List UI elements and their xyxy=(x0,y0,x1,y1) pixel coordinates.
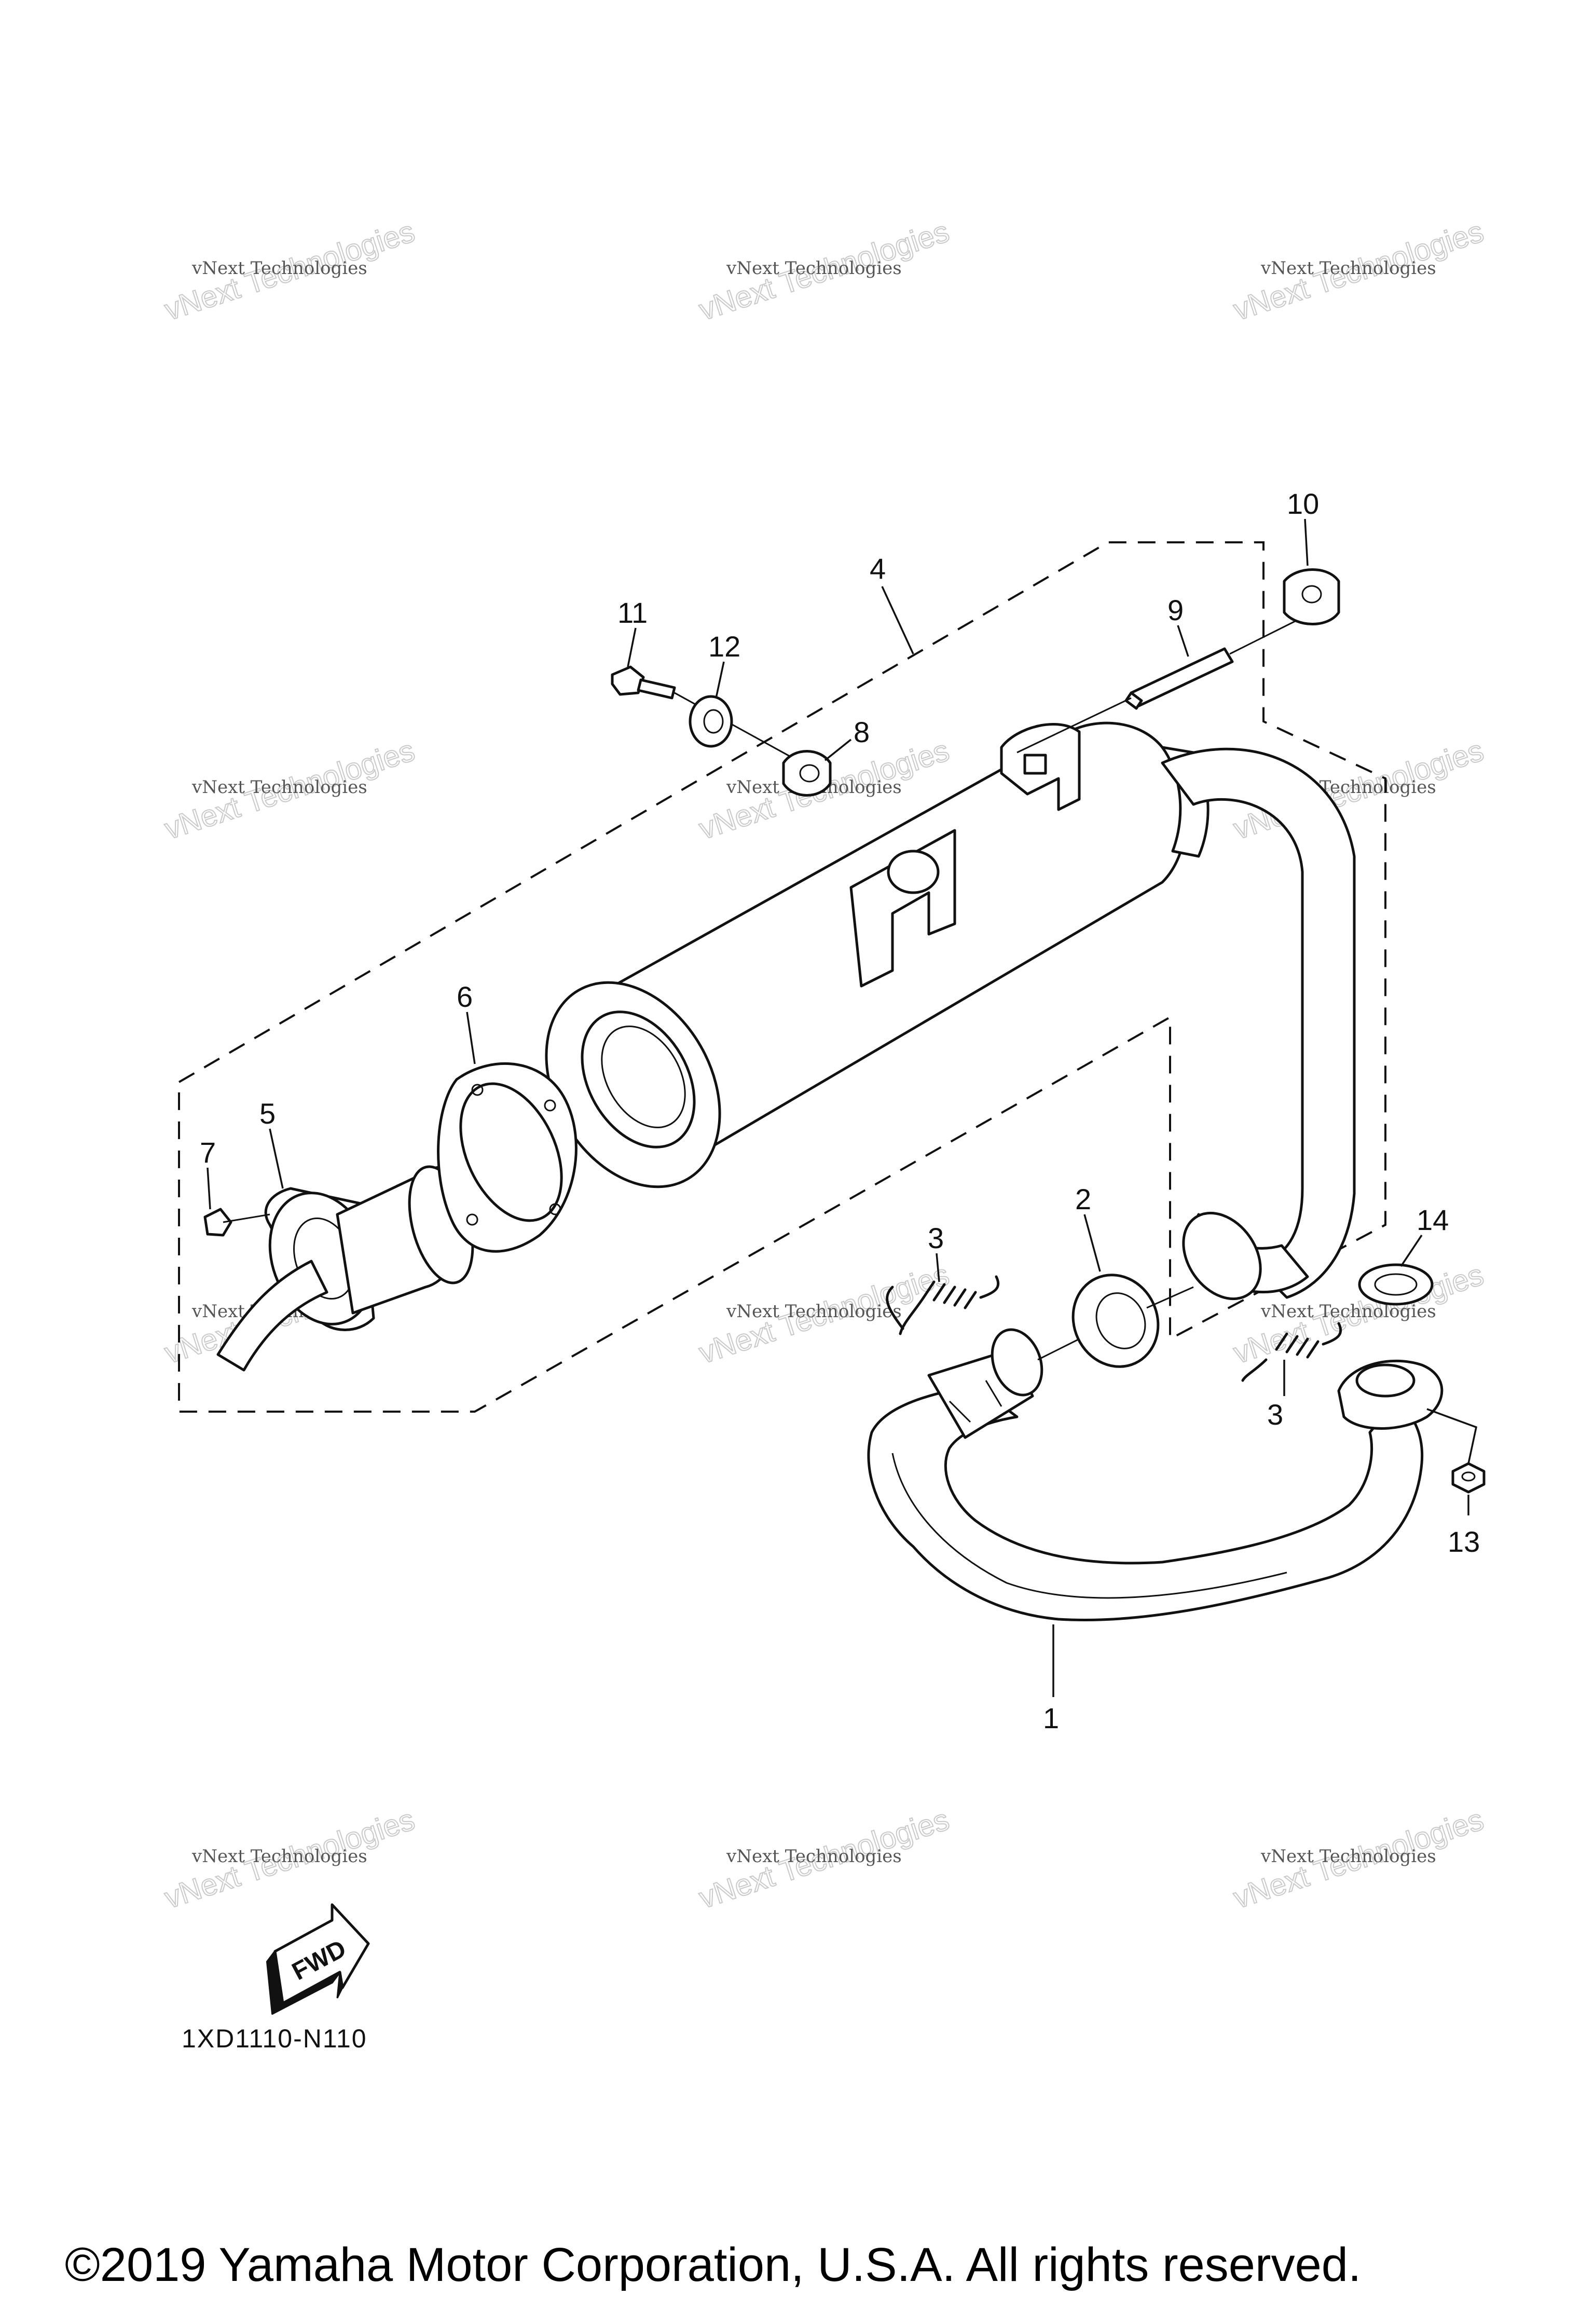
pin-9 xyxy=(1016,619,1298,754)
callout-12: 12 xyxy=(708,630,740,663)
nut-13 xyxy=(1451,1462,1486,1494)
bolt-7 xyxy=(203,1208,270,1237)
callout-14: 14 xyxy=(1417,1204,1449,1236)
watermark-r1c3: vNext Technologies vNext Technologies xyxy=(1229,214,1488,327)
svg-text:vNext Technologies: vNext Technologies xyxy=(726,1301,902,1322)
callout-9: 9 xyxy=(1167,594,1184,626)
callout-6: 6 xyxy=(457,980,473,1013)
svg-text:vNext Technologies: vNext Technologies xyxy=(191,258,367,279)
callout-8: 8 xyxy=(854,716,870,748)
watermark-r2c1: vNext Technologies vNext Technologies xyxy=(160,733,419,846)
watermark-r4c3: vNext Technologies vNext Technologies xyxy=(1229,1802,1488,1916)
gasket-2 xyxy=(1037,1274,1194,1368)
exhaust-pipe xyxy=(867,1328,1444,1621)
callout-13: 13 xyxy=(1448,1525,1480,1558)
grommet-8 xyxy=(782,750,832,797)
watermark-r1c1: vNext Technologies vNext Technologies xyxy=(160,214,419,327)
callouts: 1 2 3 3 4 5 6 7 8 9 10 11 12 13 14 xyxy=(200,487,1480,1734)
callout-5: 5 xyxy=(259,1097,276,1130)
watermark-r1c2: vNext Technologies vNext Technologies xyxy=(694,214,953,327)
callout-10: 10 xyxy=(1287,487,1319,520)
spring-3-right xyxy=(1241,1322,1342,1382)
callout-1: 1 xyxy=(1043,1702,1059,1734)
leader-lines xyxy=(207,518,1478,1697)
muffler-body xyxy=(545,721,1356,1301)
damper-10 xyxy=(1283,568,1340,625)
spring-3-left xyxy=(886,1275,1000,1335)
svg-text:vNext Technologies: vNext Technologies xyxy=(191,1846,367,1867)
washer-12 xyxy=(689,695,733,748)
svg-text:vNext Technologies: vNext Technologies xyxy=(1260,1301,1436,1322)
fwd-arrow-icon: FWD xyxy=(266,1903,370,2015)
end-cap-assembly xyxy=(216,1062,578,1372)
callout-7: 7 xyxy=(200,1136,216,1169)
copyright-notice: ©2019 Yamaha Motor Corporation, U.S.A. A… xyxy=(65,2238,1361,2291)
watermark-r4c2: vNext Technologies vNext Technologies xyxy=(694,1802,953,1916)
svg-text:vNext Technologies: vNext Technologies xyxy=(1260,258,1436,279)
watermark-r3c2: vNext Technologies vNext Technologies xyxy=(694,1257,953,1371)
callout-4: 4 xyxy=(870,552,886,585)
svg-text:vNext Technologies: vNext Technologies xyxy=(726,1846,902,1867)
diagram-code: 1XD1110-N110 xyxy=(182,2024,367,2053)
svg-text:vNext Technologies: vNext Technologies xyxy=(1260,1846,1436,1867)
assembly-boundary xyxy=(178,541,1386,1413)
callout-11: 11 xyxy=(617,596,648,629)
callout-3-left: 3 xyxy=(928,1222,944,1254)
callout-3-right: 3 xyxy=(1267,1398,1283,1431)
watermark-r4c1: vNext Technologies vNext Technologies xyxy=(160,1802,419,1916)
hardware xyxy=(203,568,1486,1494)
svg-text:vNext Technologies: vNext Technologies xyxy=(726,258,902,279)
gasket-14 xyxy=(1358,1263,1434,1306)
svg-text:vNext Technologies: vNext Technologies xyxy=(191,777,367,798)
callout-2: 2 xyxy=(1075,1183,1091,1215)
